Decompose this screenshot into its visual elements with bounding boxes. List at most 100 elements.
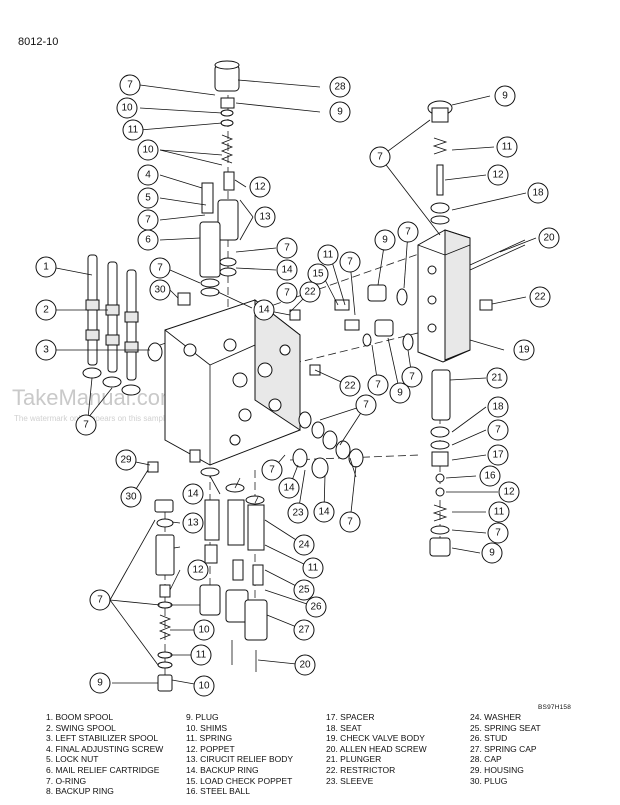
svg-text:21: 21 xyxy=(491,373,503,384)
callout-16: 16 xyxy=(479,465,501,487)
callout-10d: 10 xyxy=(193,675,215,697)
legend-item: 9. PLUG xyxy=(186,712,219,722)
callout-14c: 14 xyxy=(278,477,300,499)
svg-text:2: 2 xyxy=(43,305,49,316)
callout-21: 21 xyxy=(486,367,508,389)
callout-9a: 9 xyxy=(329,101,351,123)
svg-text:24: 24 xyxy=(298,540,310,551)
callout-6: 6 xyxy=(137,229,159,251)
spool-parts xyxy=(82,254,191,396)
svg-text:11: 11 xyxy=(494,507,505,518)
callout-7m: 7 xyxy=(339,511,361,533)
svg-text:9: 9 xyxy=(397,388,403,399)
legend-item: 13. CIRUCIT RELIEF BODY xyxy=(186,754,294,765)
callout-7f: 7 xyxy=(369,146,391,168)
svg-text:7: 7 xyxy=(97,595,103,606)
callout-7p: 7 xyxy=(487,522,509,544)
callout-9b: 9 xyxy=(494,85,516,107)
svg-text:7: 7 xyxy=(409,372,415,383)
legend-item: 3. LEFT STABILIZER SPOOL xyxy=(46,733,159,744)
svg-text:7: 7 xyxy=(377,152,383,163)
legend-item: 7. O-RING xyxy=(46,775,87,786)
svg-text:3: 3 xyxy=(43,345,49,356)
legend-item: 21. PLUNGER xyxy=(326,754,382,765)
callout-3: 3 xyxy=(35,339,57,361)
svg-text:7: 7 xyxy=(347,257,353,268)
legend-item: 15. LOAD CHECK POPPET xyxy=(186,775,293,786)
callout-9e: 9 xyxy=(481,542,503,564)
svg-text:7: 7 xyxy=(284,288,290,299)
svg-text:30: 30 xyxy=(154,285,166,296)
callout-5: 5 xyxy=(137,187,159,209)
callout-18b: 18 xyxy=(487,396,509,418)
watermark: TakeManual.com xyxy=(12,385,179,410)
callout-7c: 7 xyxy=(149,257,171,279)
callout-28: 28 xyxy=(329,76,351,98)
callout-12c: 12 xyxy=(498,481,520,503)
svg-text:11: 11 xyxy=(196,650,207,661)
svg-text:19: 19 xyxy=(518,345,530,356)
legend-item: 28. CAP xyxy=(470,754,502,765)
callout-27: 27 xyxy=(293,619,315,641)
svg-text:29: 29 xyxy=(120,455,132,466)
svg-text:28: 28 xyxy=(334,82,346,93)
callout-1: 1 xyxy=(35,256,57,278)
svg-text:12: 12 xyxy=(254,182,266,193)
callout-11f: 11 xyxy=(190,644,212,666)
housing-part xyxy=(164,298,301,466)
legend-item: 24. WASHER xyxy=(470,712,522,722)
callout-10b: 10 xyxy=(137,139,159,161)
callout-7l: 7 xyxy=(261,459,283,481)
legend-item: 27. SPRING CAP xyxy=(470,743,537,754)
svg-text:13: 13 xyxy=(259,212,271,223)
svg-text:14: 14 xyxy=(283,483,295,494)
svg-text:6: 6 xyxy=(145,235,151,246)
callout-14d: 14 xyxy=(313,501,335,523)
callout-17: 17 xyxy=(487,444,509,466)
callout-29: 29 xyxy=(115,449,137,471)
svg-text:12: 12 xyxy=(492,170,504,181)
svg-text:7: 7 xyxy=(375,380,381,391)
svg-text:9: 9 xyxy=(337,107,343,118)
callout-7d: 7 xyxy=(276,237,298,259)
legend-item: 22. RESTRICTOR xyxy=(326,764,396,775)
svg-text:15: 15 xyxy=(312,269,324,280)
callout-8: 7 xyxy=(367,374,389,396)
legend-item: 29. HOUSING xyxy=(470,764,524,775)
callout-13b: 13 xyxy=(182,512,204,534)
svg-text:1: 1 xyxy=(43,262,49,273)
svg-text:20: 20 xyxy=(543,233,555,244)
legend-item: 6. MAIL RELIEF CARTRIDGE xyxy=(46,764,160,775)
callout-7h: 7 xyxy=(397,221,419,243)
callout-7o: 7 xyxy=(487,419,509,441)
svg-text:30: 30 xyxy=(125,492,137,503)
legend-item: 23. SLEEVE xyxy=(326,775,374,786)
callout-7j: 7 xyxy=(355,394,377,416)
legend-item: 18. SEAT xyxy=(326,722,362,733)
callout-25: 25 xyxy=(293,579,315,601)
svg-text:10: 10 xyxy=(198,681,210,692)
svg-text:7: 7 xyxy=(495,528,501,539)
svg-text:10: 10 xyxy=(198,625,210,636)
svg-text:25: 25 xyxy=(298,585,310,596)
legend-column-3: 17. SPACER 18. SEAT 19. CHECK VALVE BODY… xyxy=(326,712,427,786)
callout-11e: 11 xyxy=(302,557,324,579)
callout-9c: 9 xyxy=(374,229,396,251)
legend-item: 19. CHECK VALVE BODY xyxy=(326,733,425,744)
legend-item: 8. BACKUP RING xyxy=(46,786,114,797)
svg-text:7: 7 xyxy=(495,425,501,436)
callout-7a: 7 xyxy=(119,74,141,96)
legend-item: 11. SPRING xyxy=(186,733,233,744)
callout-11a: 11 xyxy=(122,119,144,141)
legend-item: 17. SPACER xyxy=(326,712,375,722)
svg-text:9: 9 xyxy=(382,235,388,246)
svg-text:9: 9 xyxy=(489,548,495,559)
svg-text:7: 7 xyxy=(363,400,369,411)
callout-13a: 13 xyxy=(254,206,276,228)
svg-text:17: 17 xyxy=(492,450,504,461)
svg-text:9: 9 xyxy=(502,91,508,102)
legend-item: 25. SPRING SEAT xyxy=(470,722,541,733)
svg-text:22: 22 xyxy=(534,292,546,303)
callout-12a: 12 xyxy=(249,176,271,198)
